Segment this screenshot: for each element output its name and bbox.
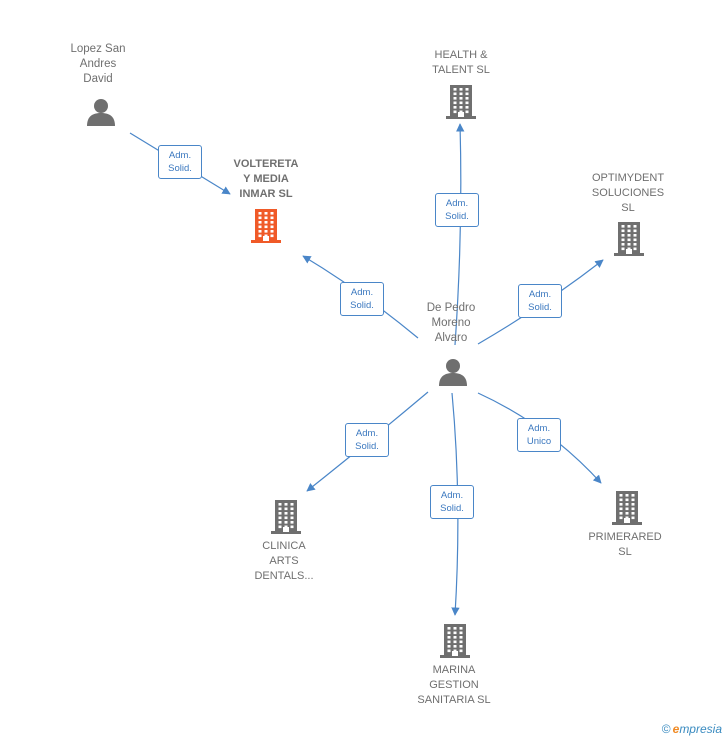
copyright-symbol: © [661,722,671,736]
edge-label-e6: Adm. Solid. [430,485,474,519]
building-icon-marina[interactable] [440,624,470,663]
node-label-primerared[interactable]: PRIMERARED SL [588,531,662,558]
node-label-marina[interactable]: MARINA GESTION SANITARIA SL [417,664,491,706]
brand-footer: ©empresia [662,722,722,736]
person-icon-depedro[interactable] [438,357,468,392]
brand-initial: e [672,722,680,736]
edge-label-e3: Adm. Solid. [435,193,479,227]
node-label-voltereta[interactable]: VOLTERETA Y MEDIA INMAR SL [233,158,299,200]
building-icon-optimydent[interactable] [614,222,644,261]
node-label-depedro[interactable]: De Pedro Moreno Alvaro [426,302,476,344]
edge-label-e7: Adm. Unico [517,418,561,452]
edge-label-e1: Adm. Solid. [158,145,202,179]
brand-name: mpresia [679,722,722,736]
node-label-optimydent[interactable]: OPTIMYDENT SOLUCIONES SL [591,172,665,214]
edge-label-e4: Adm. Solid. [518,284,562,318]
edge-label-e5: Adm. Solid. [345,423,389,457]
building-icon-clinica[interactable] [271,500,301,539]
edge-label-e2: Adm. Solid. [340,282,384,316]
building-icon-voltereta[interactable] [251,209,281,248]
edge-depedro-to-health [454,123,465,346]
node-label-lopez[interactable]: Lopez San Andres David [70,43,126,85]
building-icon-health[interactable] [446,85,476,124]
node-label-health[interactable]: HEALTH & TALENT SL [432,49,490,76]
building-icon-primerared[interactable] [612,491,642,530]
node-label-clinica[interactable]: CLINICA ARTS DENTALS... [254,540,314,582]
person-icon-lopez[interactable] [86,97,116,132]
